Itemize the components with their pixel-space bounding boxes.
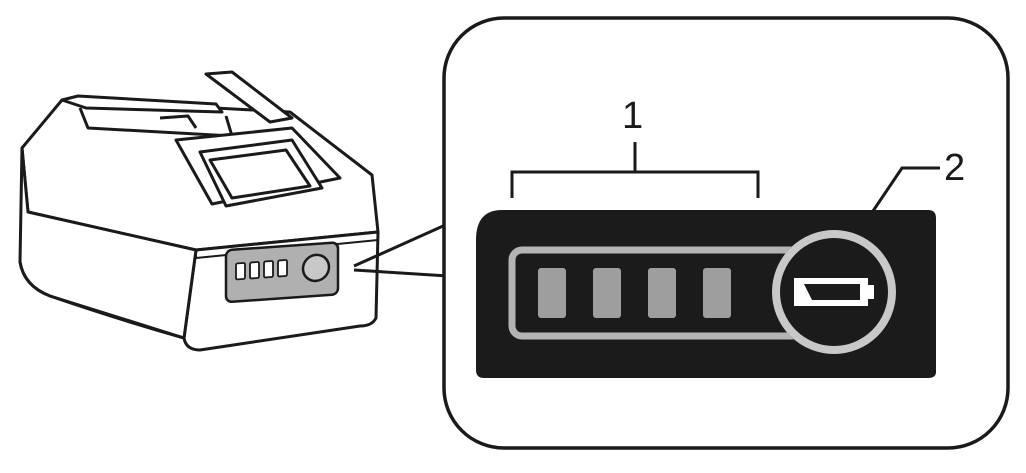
rail-right — [204, 70, 294, 124]
battery-pack — [18, 70, 380, 352]
bracket-indicator-lamps — [510, 142, 760, 198]
indicator-lamp-2 — [593, 268, 621, 318]
callout-label-2: 2 — [944, 147, 965, 189]
indicator-lamp-1 — [538, 268, 566, 318]
rail-left — [60, 94, 224, 114]
battery-icon — [794, 278, 874, 306]
battery-check-button[interactable] — [772, 230, 896, 354]
indicator-lamp-3 — [648, 268, 676, 318]
callout-connector — [353, 220, 453, 278]
battery-front-indicator — [224, 241, 340, 304]
indicator-panel — [476, 210, 936, 378]
indicator-lamp-4 — [703, 268, 731, 318]
callout-label-1: 1 — [622, 95, 643, 137]
